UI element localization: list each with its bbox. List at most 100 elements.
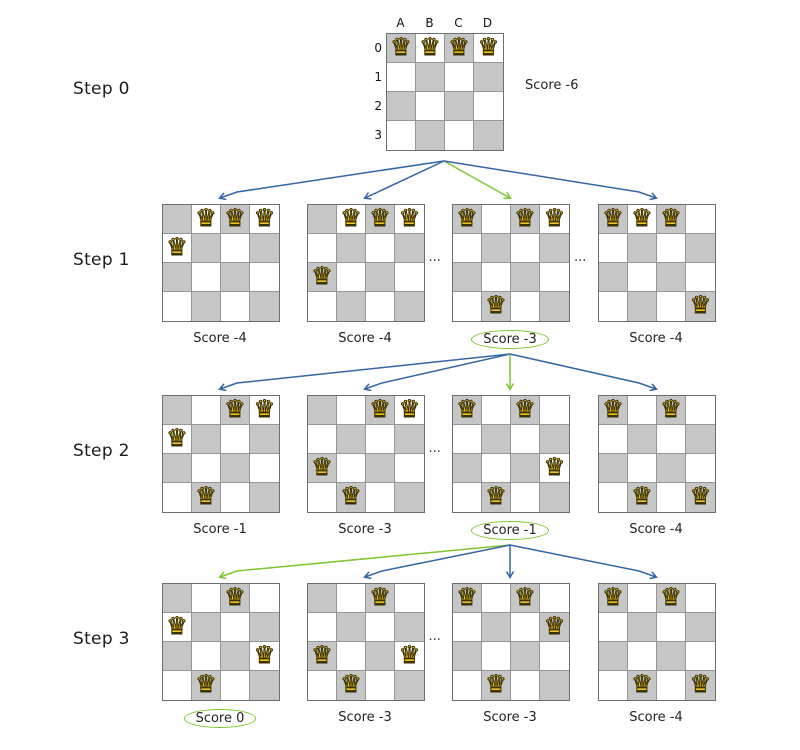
cell-C0: ♛: [511, 394, 540, 425]
cell-C3: [657, 671, 686, 700]
cell-D1: ♛: [540, 611, 569, 642]
score-text: Score -3: [338, 710, 392, 725]
cell-D1: [540, 234, 569, 263]
cell-C0: ♛: [511, 203, 540, 234]
cell-B3: ♛: [482, 670, 511, 700]
queen-icon: ♛: [224, 582, 246, 611]
cell-B3: [192, 292, 221, 321]
cell-A2: [599, 263, 628, 292]
cell-D1: [686, 613, 715, 642]
column-header-D: D: [482, 16, 493, 30]
cell-C2: [511, 454, 540, 483]
cell-B3: ♛: [628, 670, 657, 700]
cell-A2: ♛: [308, 452, 337, 483]
cell-D0: ♛: [395, 203, 424, 234]
cell-C2: [366, 454, 395, 483]
queen-icon: ♛: [689, 482, 712, 511]
cell-A0: ♛: [453, 203, 482, 234]
cell-B1: [482, 234, 511, 263]
cell-D2: [540, 263, 569, 292]
cell-B1: [628, 425, 657, 454]
cell-C1: [221, 425, 250, 454]
cell-B2: [628, 454, 657, 483]
cell-B2: [192, 642, 221, 671]
cell-A3: [308, 292, 337, 321]
queen-icon: ♛: [660, 582, 682, 611]
queen-icon: ♛: [419, 32, 441, 61]
cell-A1: [308, 425, 337, 454]
column-header-C: C: [454, 16, 463, 30]
cell-A0: [163, 396, 192, 425]
queen-icon: ♛: [602, 582, 624, 611]
cell-D2: [686, 263, 715, 292]
step2-board-1: ♛♛♛♛: [162, 394, 280, 513]
queen-icon: ♛: [398, 203, 421, 232]
cell-D2: [395, 263, 424, 292]
queen-icon: ♛: [660, 394, 682, 423]
cell-B3: [337, 292, 366, 321]
cell-C1: [221, 234, 250, 263]
step3-board-2-score: Score -3: [307, 709, 423, 726]
queen-icon: ♛: [369, 203, 391, 232]
cell-B0: [628, 584, 657, 613]
cell-A3: [163, 671, 192, 700]
step1-board-2-score: Score -4: [307, 330, 423, 347]
step1-board-3: ♛♛♛♛: [452, 203, 570, 322]
cell-B2: [416, 92, 445, 121]
cell-A0: ♛: [453, 582, 482, 613]
cell-C1: [221, 613, 250, 642]
cell-B0: [192, 584, 221, 613]
step2-board-2: ♛♛♛♛: [307, 394, 425, 513]
cell-D0: [395, 584, 424, 613]
queen-icon: ♛: [195, 482, 217, 511]
cell-A1: [599, 425, 628, 454]
cell-C2: [657, 263, 686, 292]
cell-A0: ♛: [453, 394, 482, 425]
step3-arrow-to-board-2: [365, 544, 511, 577]
step2-board-4: ♛♛♛♛: [598, 394, 716, 513]
cell-C3: [221, 671, 250, 700]
queen-icon: ♛: [311, 261, 333, 290]
queen-icon: ♛: [369, 394, 391, 423]
cell-A0: [163, 205, 192, 234]
score-text: Score -4: [193, 331, 247, 346]
queen-icon: ♛: [689, 291, 712, 320]
cell-B2: [628, 263, 657, 292]
cell-B1: [482, 613, 511, 642]
cell-A2: ♛: [308, 640, 337, 671]
cell-D2: [250, 454, 279, 483]
step3-board-1: ♛♛♛♛: [162, 582, 280, 701]
cell-C2: [657, 454, 686, 483]
queen-icon: ♛: [631, 203, 653, 232]
cell-D3: ♛: [686, 291, 715, 321]
queen-icon: ♛: [514, 582, 536, 611]
cell-B1: [337, 425, 366, 454]
cell-D0: ♛: [474, 32, 503, 63]
cell-C0: ♛: [657, 582, 686, 613]
cell-D3: [395, 671, 424, 700]
cell-C1: [511, 234, 540, 263]
cell-A3: [163, 483, 192, 512]
step2-arrow-to-board-4: [509, 353, 656, 389]
cell-D3: [395, 292, 424, 321]
cell-B3: ♛: [628, 482, 657, 512]
queen-icon: ♛: [543, 611, 566, 640]
cell-C3: [445, 121, 474, 150]
queen-icon: ♛: [390, 32, 412, 61]
row-label-2: 2: [374, 98, 382, 113]
step1-board-3-score: Score -3: [452, 330, 568, 349]
step1-board-2: ♛♛♛♛: [307, 203, 425, 322]
cell-D1: [540, 425, 569, 454]
step3-board-1-score: Score 0: [162, 709, 278, 728]
cell-D0: ♛: [540, 203, 569, 234]
cell-D2: [540, 642, 569, 671]
cell-D2: [474, 92, 503, 121]
queen-icon: ♛: [485, 670, 507, 699]
step2-arrow-to-board-1: [220, 353, 511, 389]
cell-B2: [192, 263, 221, 292]
cell-A2: [163, 263, 192, 292]
step-label-1: Step 1: [73, 250, 130, 270]
cell-B0: ♛: [416, 32, 445, 63]
cell-A2: [599, 454, 628, 483]
